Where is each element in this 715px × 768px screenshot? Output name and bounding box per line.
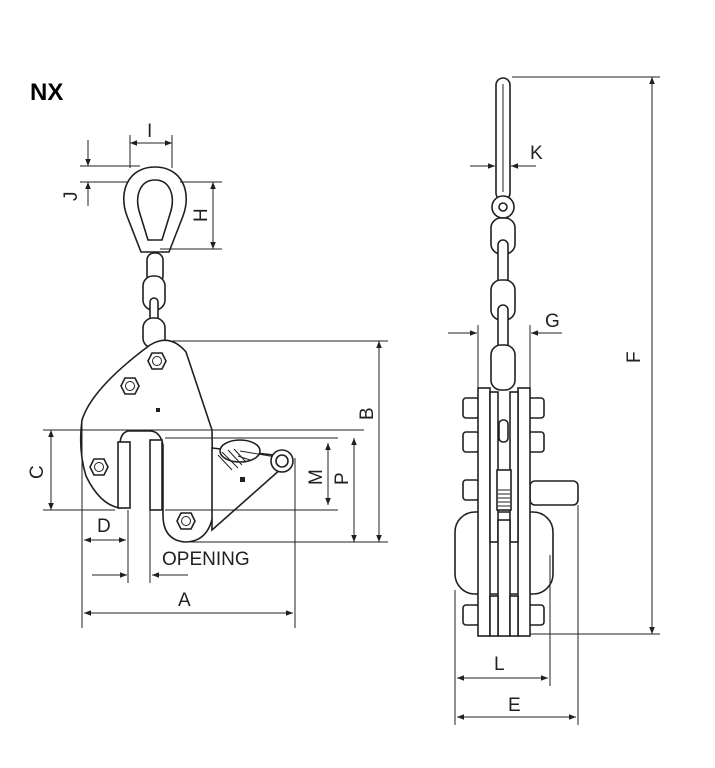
label-P: P	[332, 472, 353, 485]
label-G: G	[545, 311, 560, 332]
label-L: L	[494, 654, 505, 675]
label-opening: OPENING	[162, 549, 250, 570]
dimension-B: B	[172, 340, 388, 543]
label-K: K	[530, 143, 543, 164]
model-title: NX	[30, 79, 63, 106]
cam-jaw-pad	[149, 439, 163, 511]
dimension-I: I	[129, 121, 173, 168]
handle-pin	[529, 480, 579, 506]
dimension-opening: OPENING	[92, 549, 250, 578]
dimension-K: K	[470, 140, 543, 175]
side-plates	[477, 387, 531, 637]
dimension-F: F	[512, 76, 660, 635]
shackle-side	[491, 77, 515, 219]
label-J: J	[61, 192, 82, 202]
dimension-L: L	[454, 555, 551, 725]
dimension-H: H	[160, 181, 222, 250]
label-C: C	[27, 465, 48, 479]
label-A: A	[178, 590, 191, 611]
dimension-E: E	[457, 505, 579, 725]
front-view: I J H B C	[27, 121, 388, 628]
clamp-body	[79, 339, 294, 543]
dimension-C: C	[27, 429, 364, 511]
dimension-M: M	[165, 437, 338, 511]
label-I: I	[147, 121, 152, 142]
shackle	[122, 166, 188, 284]
label-H: H	[191, 208, 212, 222]
dimension-A: A	[84, 458, 296, 628]
label-F: F	[624, 351, 645, 363]
cam-arm	[211, 439, 294, 532]
dimension-P: P	[332, 438, 357, 542]
hex-nut-icon	[89, 352, 196, 530]
label-E: E	[508, 695, 521, 716]
dimension-D: D	[81, 420, 151, 628]
label-M: M	[306, 469, 327, 485]
side-view: K G F L E	[448, 76, 660, 725]
chain-side	[490, 217, 516, 391]
fixed-jaw-pad	[117, 441, 131, 509]
dimension-J: J	[61, 140, 140, 206]
label-B: B	[357, 407, 378, 420]
dimension-G: G	[448, 311, 562, 388]
chain	[142, 275, 166, 349]
label-D: D	[97, 516, 111, 537]
